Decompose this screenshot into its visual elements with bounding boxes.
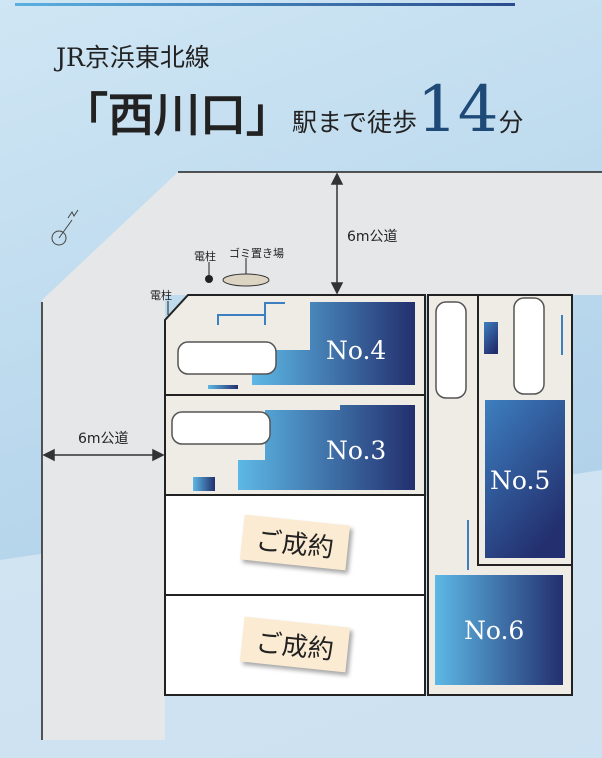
walk-minutes: 14: [417, 73, 499, 147]
left-road-label: 6m公道: [78, 431, 129, 447]
garbage-label: ゴミ置き場: [229, 247, 284, 260]
minutes-unit: 分: [498, 108, 524, 137]
garbage-area: [222, 273, 270, 287]
walk-text: 駅まで徒歩: [292, 108, 418, 137]
building-no3: [238, 405, 415, 490]
car-icon: [171, 297, 545, 445]
station-name: 「西川口」: [62, 88, 292, 142]
pole-icon: [205, 275, 213, 283]
building-no6: [435, 575, 563, 685]
north-compass-icon: [51, 209, 79, 246]
building-no4: [252, 302, 415, 385]
lot-label-no6: No.6: [464, 616, 525, 645]
train-line: JR京浜東北線: [56, 43, 210, 72]
pole-label-corner: 電柱: [150, 289, 172, 302]
top-road-label: 6m公道: [347, 229, 398, 245]
access-headline: 「西川口」駅まで徒歩14分: [62, 78, 523, 145]
lot-label-no3: No.3: [326, 436, 387, 465]
lot-label-no4: No.4: [326, 336, 387, 365]
pole-label: 電柱: [194, 250, 216, 263]
header-rule: [15, 3, 515, 6]
building-no5: [485, 400, 565, 558]
lot-label-no5: No.5: [490, 466, 551, 495]
